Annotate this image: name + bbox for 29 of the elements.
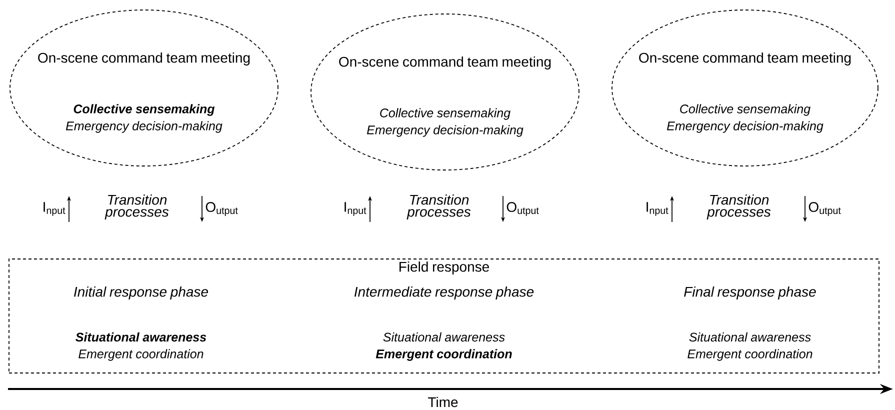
process-text: Emergent coordination	[376, 349, 512, 361]
process-text: Emergency decision-making	[366, 125, 524, 137]
process-text: Collective sensemaking	[380, 108, 510, 120]
process-text: Emergency decision-making	[666, 121, 824, 133]
process-text: Collective sensemaking	[74, 104, 215, 116]
process-text: Emergency decision-making	[66, 121, 222, 133]
output-label: O$_{utput}$	[206, 202, 238, 216]
transition-label: Transition processes	[104, 194, 169, 220]
process-text: Emergent coordination	[78, 349, 204, 361]
axis-label: Time	[428, 396, 458, 408]
input-label: I$_{nput}$	[344, 202, 366, 216]
meeting-title: On-scene command team meeting	[38, 52, 250, 66]
transition-label: Transition processes	[406, 194, 471, 220]
input-label: I$_{nput}$	[646, 202, 668, 216]
meeting-title: On-scene command team meeting	[339, 56, 551, 70]
transition-label: Transition processes	[706, 194, 771, 220]
phase-title: Intermediate response phase	[354, 286, 534, 300]
output-label: O$_{utput}$	[506, 202, 539, 216]
meeting-title: On-scene command team meeting	[639, 52, 851, 66]
input-label: I$_{nput}$	[44, 202, 66, 216]
process-text: Emergent coordination	[688, 349, 812, 361]
process-text: Situational awareness	[383, 332, 505, 342]
process-text: Situational awareness	[689, 332, 811, 342]
phase-title: Final response phase	[684, 286, 816, 300]
output-label: O$_{utput}$	[808, 202, 841, 216]
box-title: Field response	[400, 261, 489, 275]
process-text: Collective sensemaking	[680, 104, 810, 116]
phase-title: Initial response phase	[74, 286, 208, 300]
process-text: Situational awareness	[76, 332, 206, 342]
